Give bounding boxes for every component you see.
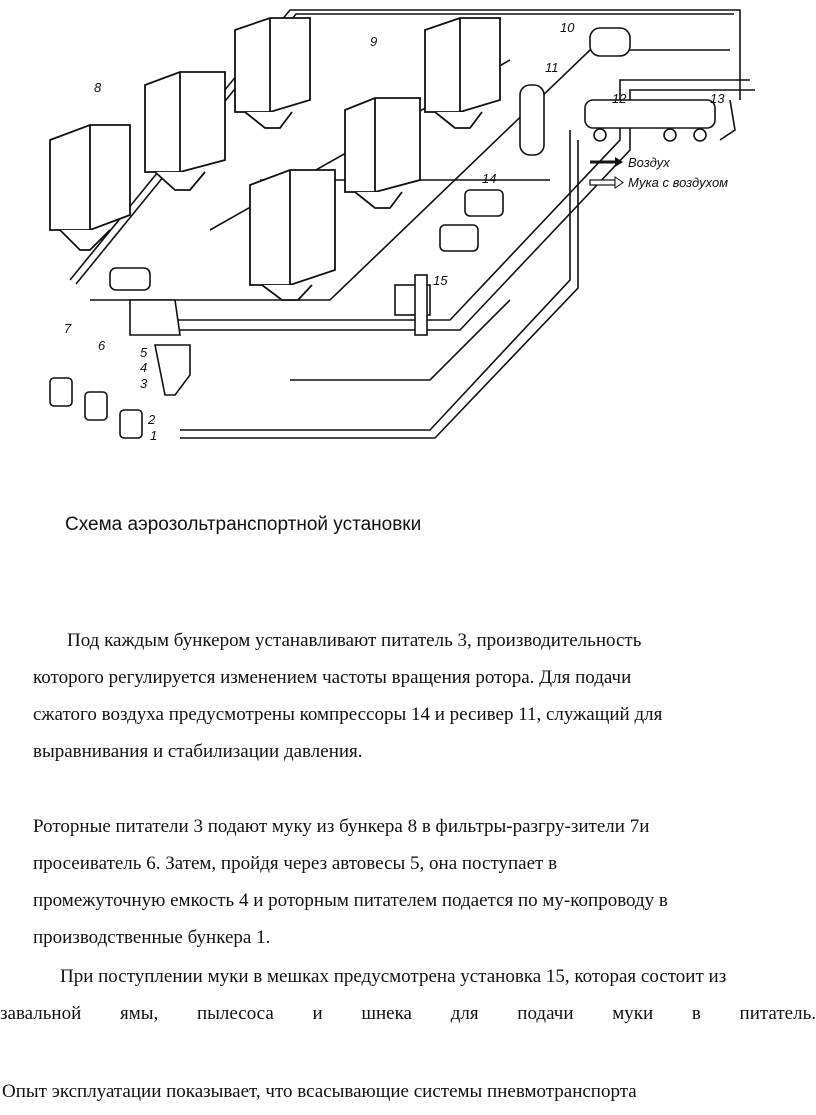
auto-scales	[154, 344, 191, 396]
compressor-14	[464, 189, 504, 217]
text-line: Под каждым бункером устанавливают питате…	[67, 630, 642, 651]
compressor-14	[439, 224, 479, 252]
callout-1: 1	[150, 428, 157, 443]
text-line: выравнивания и стабилизации давления.	[33, 741, 363, 762]
screw-conveyor	[414, 274, 428, 336]
text-line: При поступлении муки в мешках предусмотр…	[60, 966, 727, 987]
callout-9: 9	[370, 34, 377, 49]
callout-10: 10	[560, 20, 575, 35]
text-line: Опыт эксплуатации показывает, что всасыв…	[2, 1081, 637, 1102]
text-line: сжатого воздуха предусмотрены компрессор…	[33, 704, 663, 725]
text-line: Роторные питатели 3 подают муку из бунке…	[33, 816, 650, 837]
legend-air-label: Воздух	[628, 155, 670, 170]
callout-15: 15	[433, 273, 448, 288]
sifter	[129, 299, 181, 336]
callout-7: 7	[64, 321, 72, 336]
callout-6: 6	[98, 338, 106, 353]
paragraph-4: Опыт эксплуатации показывает, что всасыв…	[2, 1073, 814, 1110]
text-line: промежуточную емкость 4 и роторным питат…	[33, 890, 668, 911]
equipment	[49, 27, 716, 439]
callout-8: 8	[94, 80, 102, 95]
callout-13: 13	[710, 91, 725, 106]
text-line: производственные бункера 1.	[33, 927, 271, 948]
production-bunker	[119, 409, 143, 439]
arrowhead-icon	[615, 157, 623, 167]
legend-flour-arrow	[589, 179, 616, 186]
paragraph-1: Под каждым бункером устанавливают питате…	[33, 622, 793, 770]
production-bunker	[49, 377, 73, 407]
text-line: завальной ямы, пылесоса и шнека для пода…	[0, 1003, 816, 1024]
callout-3: 3	[140, 376, 148, 391]
callout-2: 2	[147, 412, 156, 427]
compressor-10	[589, 27, 631, 57]
figure-caption: Схема аэрозольтранспортной установки	[65, 514, 422, 535]
truck-wheel	[663, 128, 677, 142]
bunker	[424, 17, 501, 129]
callout-4: 4	[140, 360, 147, 375]
filter-unloader	[109, 267, 151, 291]
arrowhead-icon	[614, 176, 624, 189]
bunker	[249, 169, 336, 301]
callout-12: 12	[612, 91, 627, 106]
legend: Воздух Мука с воздухом	[589, 155, 728, 190]
bunker	[234, 17, 311, 129]
pipelines	[69, 9, 755, 439]
paragraph-2: Роторные питатели 3 подают муку из бунке…	[33, 808, 793, 956]
legend-flour-label: Мука с воздухом	[628, 175, 728, 190]
flour-bunkers	[49, 17, 501, 301]
callout-labels: 1 2 3 4 5 6 7 8 9 10 11 12 13 14 15	[64, 20, 725, 443]
callout-5: 5	[140, 345, 148, 360]
paragraph-3: При поступлении муки в мешках предусмотр…	[0, 958, 816, 1032]
truck-wheel	[593, 128, 607, 142]
receiver	[519, 84, 545, 156]
bunker	[49, 124, 131, 251]
schematic-figure: 1 2 3 4 5 6 7 8 9 10 11 12 13 14 15 Возд…	[49, 9, 755, 443]
callout-14: 14	[482, 171, 496, 186]
production-bunker	[84, 391, 108, 421]
bunker	[144, 71, 226, 191]
flour-truck	[584, 99, 716, 129]
truck-wheel	[693, 128, 707, 142]
text-line: просеиватель 6. Затем, пройдя через авто…	[33, 853, 558, 874]
bunker	[344, 97, 421, 209]
callout-11: 11	[545, 60, 559, 75]
text-line: которого регулируется изменением частоты…	[33, 667, 632, 688]
